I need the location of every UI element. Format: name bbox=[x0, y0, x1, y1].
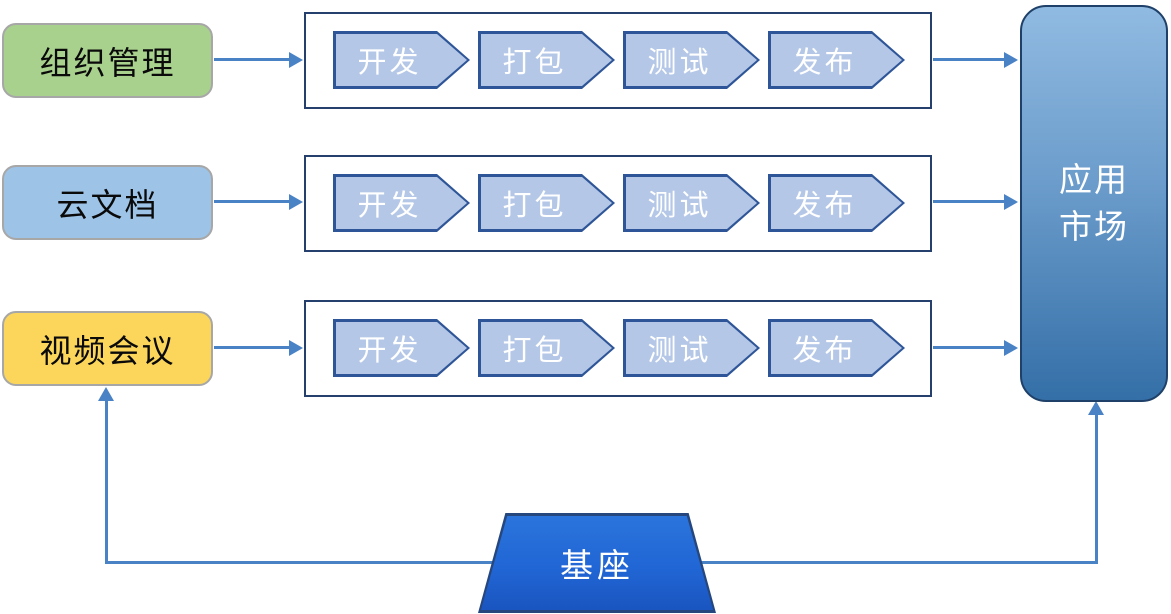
connector-base-to-target bbox=[1094, 414, 1098, 563]
arrowhead-row3-to-target bbox=[1004, 339, 1018, 356]
connector-org-to-row1 bbox=[214, 58, 291, 61]
stage-package: 打包 bbox=[478, 319, 615, 377]
connector-row1-to-target bbox=[933, 58, 1006, 61]
connector-base-to-video bbox=[104, 400, 108, 563]
stage-label: 开发 bbox=[357, 190, 422, 222]
arrowhead-video-to-row3 bbox=[289, 339, 303, 356]
stage-label: 开发 bbox=[357, 47, 422, 79]
stage-label: 测试 bbox=[647, 190, 712, 222]
connector-row3-to-target bbox=[933, 346, 1006, 349]
stage-label: 开发 bbox=[357, 335, 422, 367]
stage-release: 发布 bbox=[768, 174, 905, 232]
source-box-video-meeting: 视频会议 bbox=[2, 311, 213, 386]
stage-test: 测试 bbox=[623, 31, 760, 89]
arrowhead-base-to-video bbox=[98, 387, 114, 401]
pipeline-row-1: 开发 打包 测试 发布 bbox=[304, 12, 932, 109]
target-label-line2: 市场 bbox=[1059, 207, 1129, 245]
source-box-cloud-docs: 云文档 bbox=[2, 165, 213, 240]
stage-label: 测试 bbox=[647, 47, 712, 79]
arrowhead-row1-to-target bbox=[1004, 51, 1018, 68]
arrowhead-base-to-target bbox=[1088, 401, 1104, 415]
base-label: 基座 bbox=[560, 547, 634, 584]
source-label: 视频会议 bbox=[39, 332, 176, 369]
stage-release: 发布 bbox=[768, 31, 905, 89]
arrowhead-row2-to-target bbox=[1004, 193, 1018, 210]
stage-label: 打包 bbox=[502, 190, 567, 222]
stage-package: 打包 bbox=[478, 174, 615, 232]
stage-label: 测试 bbox=[647, 335, 712, 367]
stage-develop: 开发 bbox=[333, 319, 470, 377]
stage-label: 发布 bbox=[792, 190, 857, 222]
stage-test: 测试 bbox=[623, 174, 760, 232]
target-label-line1: 应用 bbox=[1059, 161, 1129, 199]
stage-develop: 开发 bbox=[333, 31, 470, 89]
stage-test: 测试 bbox=[623, 319, 760, 377]
target-box-app-market: 应用 市场 bbox=[1020, 5, 1168, 402]
stage-package: 打包 bbox=[478, 31, 615, 89]
source-box-org-management: 组织管理 bbox=[2, 23, 213, 98]
arrowhead-docs-to-row2 bbox=[289, 193, 303, 210]
stage-label: 发布 bbox=[792, 47, 857, 79]
pipeline-row-3: 开发 打包 测试 发布 bbox=[304, 300, 932, 397]
stage-develop: 开发 bbox=[333, 174, 470, 232]
connector-docs-to-row2 bbox=[214, 200, 291, 203]
stage-label: 发布 bbox=[792, 335, 857, 367]
source-label: 组织管理 bbox=[39, 44, 176, 81]
connector-row2-to-target bbox=[933, 200, 1006, 203]
stage-label: 打包 bbox=[502, 335, 567, 367]
pipeline-row-2: 开发 打包 测试 发布 bbox=[304, 155, 932, 252]
stage-release: 发布 bbox=[768, 319, 905, 377]
base-trapezoid: 基座 bbox=[478, 513, 716, 613]
arrowhead-org-to-row1 bbox=[289, 51, 303, 68]
stage-label: 打包 bbox=[502, 47, 567, 79]
source-label: 云文档 bbox=[56, 186, 159, 223]
connector-video-to-row3 bbox=[214, 346, 291, 349]
